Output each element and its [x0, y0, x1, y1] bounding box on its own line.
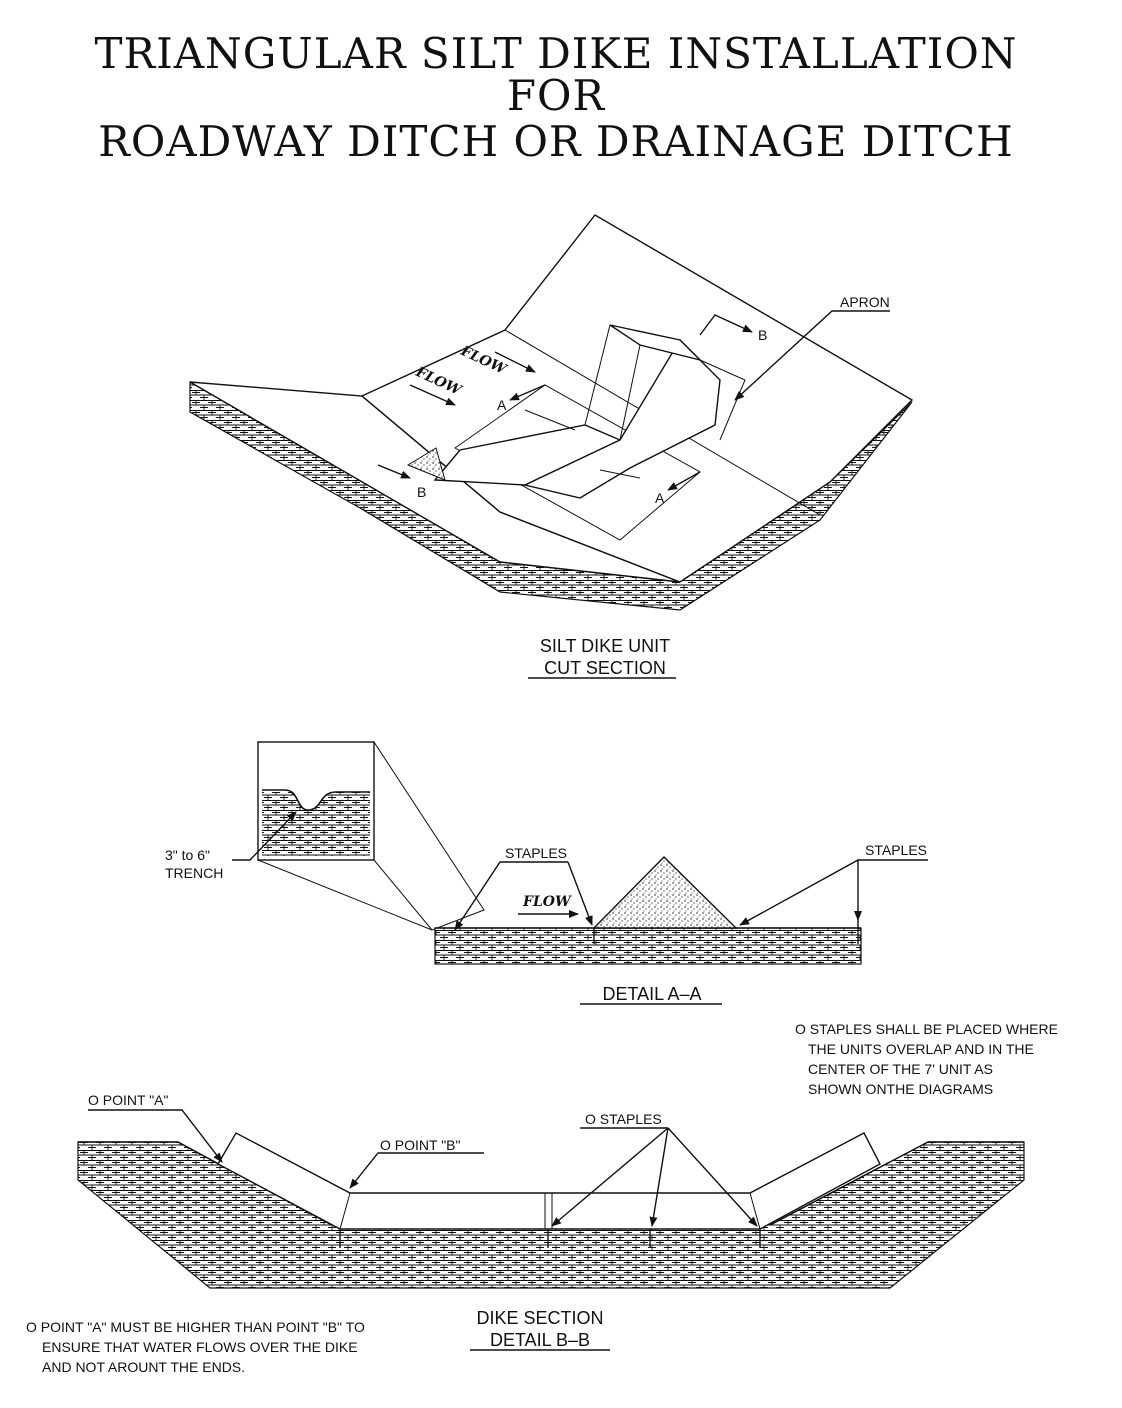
aa-flow-label: FLOW — [522, 894, 572, 910]
aa-dike — [592, 856, 738, 929]
point-a-label: O POINT "A" — [88, 1092, 169, 1108]
title-line-2: FOR — [507, 71, 606, 120]
staples-note-line-2: THE UNITS OVERLAP AND IN THE — [808, 1041, 1034, 1057]
point-note-line-2: ENSURE THAT WATER FLOWS OVER THE DIKE — [42, 1339, 358, 1355]
iso-section-a-bottom: A — [655, 490, 665, 506]
trench-label: TRENCH — [165, 865, 223, 881]
bb-dike — [217, 1132, 881, 1230]
point-b-label: O POINT "B" — [380, 1137, 461, 1153]
staples-note-line-1: O STAPLES SHALL BE PLACED WHERE — [795, 1021, 1058, 1037]
title-line-3: ROADWAY DITCH OR DRAINAGE DITCH — [98, 117, 1014, 166]
iso-ditch-view: FLOW FLOW A A B B APRON — [189, 214, 914, 611]
trench-size-label: 3" to 6" — [165, 847, 210, 863]
iso-caption-line-2: CUT SECTION — [544, 658, 666, 678]
staples-left-label: STAPLES — [505, 845, 567, 861]
iso-back-slope — [360, 214, 914, 583]
title-line-1: TRIANGULAR SILT DIKE INSTALLATION — [94, 29, 1017, 78]
iso-section-a-top: A — [497, 397, 507, 413]
iso-section-b-top: B — [758, 327, 767, 343]
staples-note-line-3: CENTER OF THE 7' UNIT AS — [808, 1061, 993, 1077]
iso-caption-line-1: SILT DIKE UNIT — [540, 636, 670, 656]
bb-staples-label: O STAPLES — [585, 1111, 662, 1127]
bb-caption-line-2: DETAIL B–B — [490, 1330, 590, 1350]
iso-dike-left-face — [433, 424, 622, 486]
bb-caption-line-1: DIKE SECTION — [476, 1308, 603, 1328]
iso-dike-stipple — [406, 447, 446, 481]
aa-ground — [434, 927, 862, 965]
staples-right-label: STAPLES — [865, 842, 927, 858]
detail-bb: O POINT "A" O POINT "B" O STAPLES — [77, 1092, 1025, 1289]
point-note-line-3: AND NOT AROUNT THE ENDS. — [42, 1359, 245, 1375]
apron-label: APRON — [840, 294, 890, 310]
point-note-line-1: O POINT "A" MUST BE HIGHER THAN POINT "B… — [26, 1319, 365, 1335]
staples-note-line-4: SHOWN ONTHE DIAGRAMS — [808, 1081, 993, 1097]
detail-aa-caption: DETAIL A–A — [602, 984, 701, 1004]
iso-section-b-bottom: B — [417, 484, 426, 500]
trench-profile — [262, 789, 370, 811]
detail-aa: 3" to 6" TRENCH STAPLES STAPLES FLOW — [165, 741, 928, 965]
iso-dike-top-face — [522, 338, 721, 499]
